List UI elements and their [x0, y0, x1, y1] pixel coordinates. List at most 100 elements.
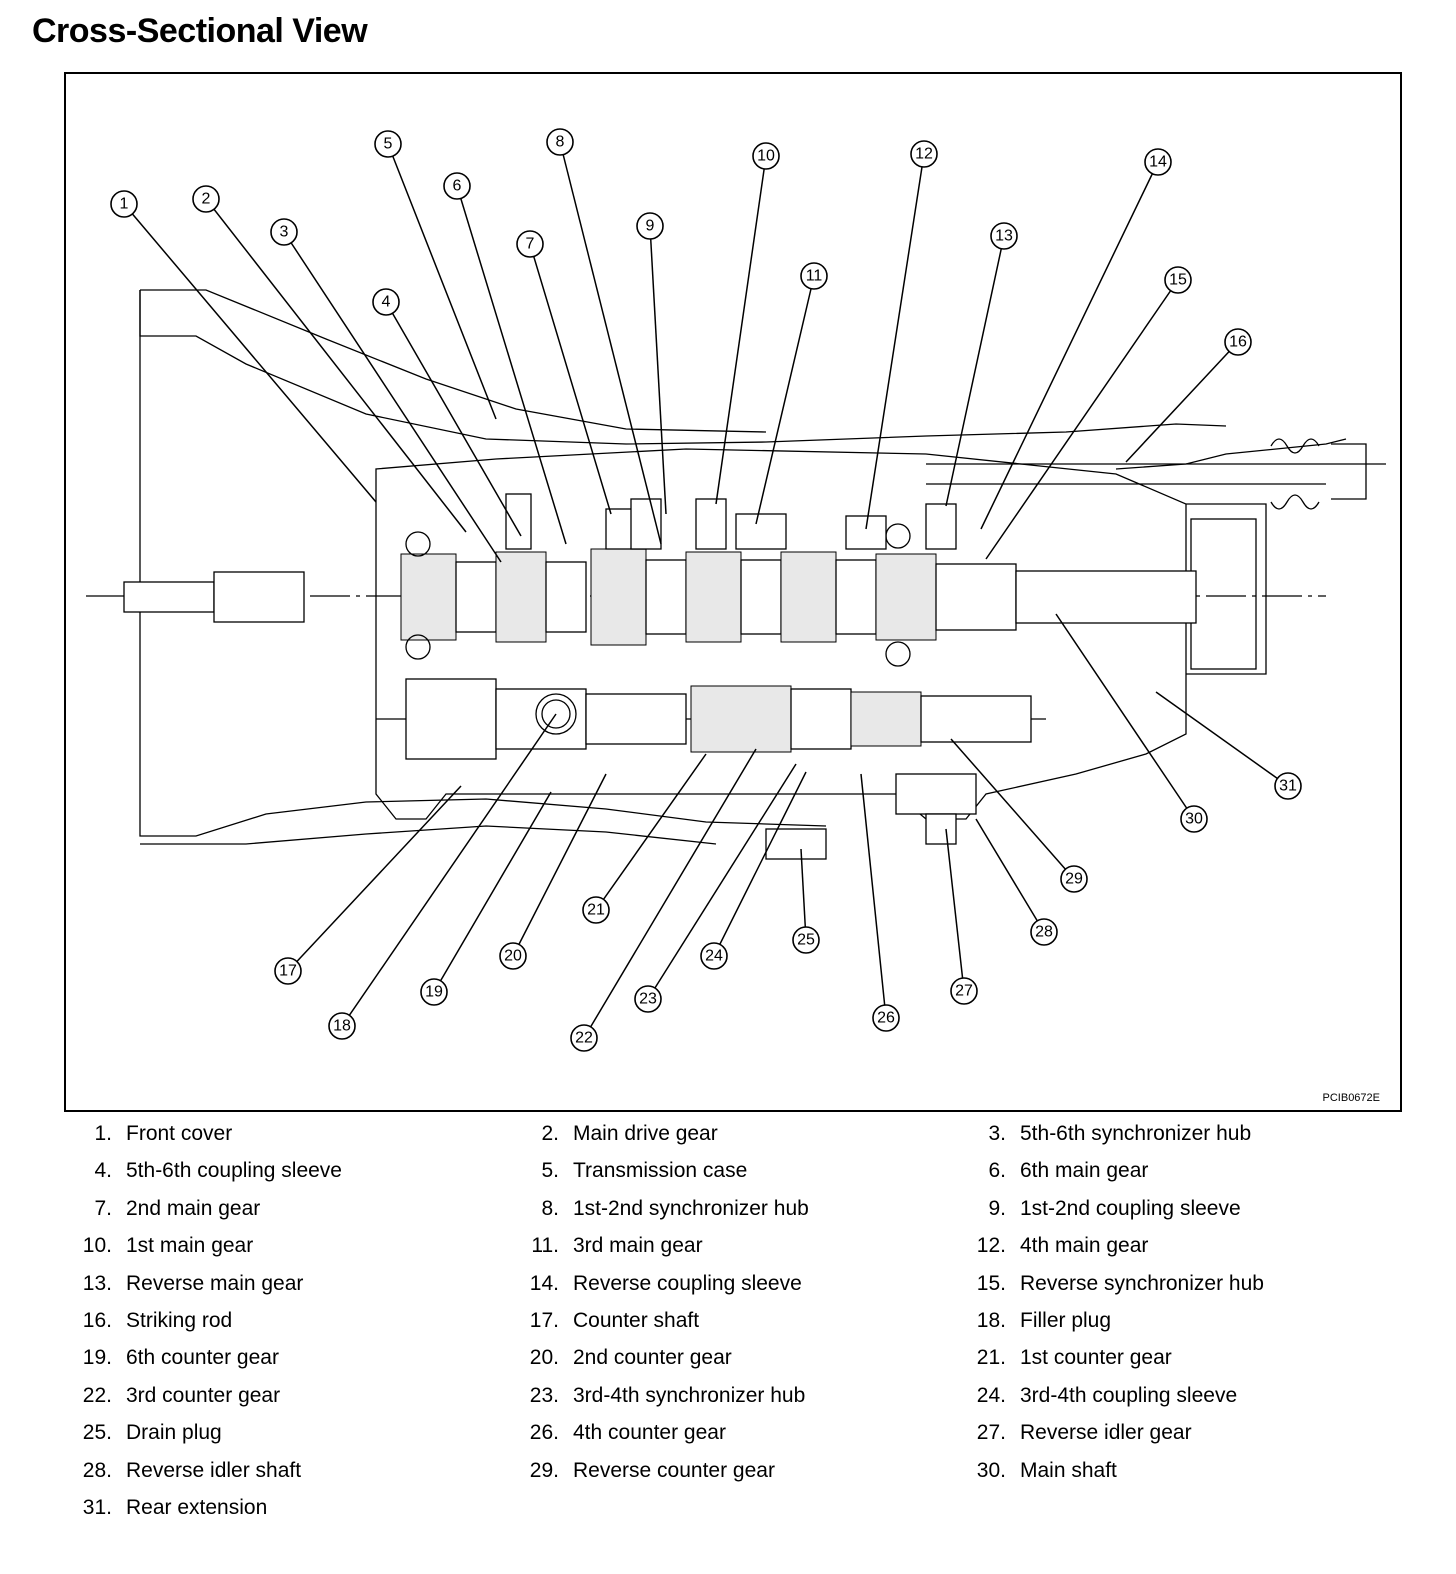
callout-25: 25	[792, 926, 820, 954]
callout-number: 20	[504, 948, 522, 965]
leader-line	[647, 763, 797, 1000]
legend-number: 5.	[541, 1159, 559, 1183]
leader-line	[1155, 691, 1289, 787]
callout-17: 17	[274, 957, 302, 985]
callout-number: 5	[384, 136, 393, 153]
legend-label: 6th main gear	[1020, 1159, 1149, 1183]
legend-label: 2nd counter gear	[573, 1346, 732, 1370]
leader-line	[1055, 613, 1195, 820]
callout-circle	[570, 1024, 598, 1052]
legend-number: 17.	[529, 1309, 559, 1332]
legend-number: 4.	[94, 1159, 112, 1183]
callout-number: 14	[1149, 154, 1167, 171]
leader-line	[583, 748, 757, 1039]
leader-line	[860, 773, 887, 1019]
leader-line	[649, 225, 667, 515]
callout-circle	[950, 977, 978, 1005]
figure-code: PCIB0672E	[1322, 1092, 1380, 1104]
callout-number: 7	[526, 236, 535, 253]
leader-line	[456, 185, 567, 545]
legend-number: 22.	[82, 1383, 112, 1407]
legend-number: 28.	[82, 1458, 112, 1482]
callout-circle	[636, 212, 664, 240]
callout-circle	[800, 262, 828, 290]
callout-number: 26	[877, 1010, 895, 1027]
legend-number: 26.	[529, 1421, 559, 1445]
legend-label: 5th-6th coupling sleeve	[126, 1159, 342, 1183]
legend-label: Reverse idler shaft	[126, 1458, 302, 1482]
callout-14: 14	[1144, 148, 1172, 176]
legend-number: 23.	[529, 1383, 559, 1407]
legend-label: Filler plug	[1020, 1309, 1112, 1332]
callout-12: 12	[910, 140, 938, 168]
callout-20: 20	[499, 942, 527, 970]
legend-label: 3rd counter gear	[126, 1383, 281, 1407]
legend-number: 16.	[82, 1309, 112, 1332]
callout-number: 23	[639, 991, 657, 1008]
callout-circle	[1144, 148, 1172, 176]
leader-line	[123, 203, 377, 503]
leader-line	[945, 235, 1005, 507]
callout-13: 13	[990, 222, 1018, 250]
callout-number: 28	[1035, 924, 1053, 941]
legend-number: 15.	[976, 1271, 1006, 1295]
leader-line	[341, 713, 557, 1027]
legend-label: Reverse counter gear	[573, 1458, 775, 1482]
callout-number: 4	[382, 294, 391, 311]
callout-circle	[546, 128, 574, 156]
callout-circle	[443, 172, 471, 200]
legend-label: Transmission case	[573, 1159, 748, 1183]
callout-circle	[192, 185, 220, 213]
callout-6: 6	[443, 172, 471, 200]
callout-circle	[792, 926, 820, 954]
callout-circle	[516, 230, 544, 258]
callout-circle	[372, 288, 400, 316]
callout-number: 22	[575, 1030, 593, 1047]
callout-7: 7	[516, 230, 544, 258]
callout-circle	[374, 130, 402, 158]
callout-11: 11	[800, 262, 828, 290]
leader-line	[287, 785, 462, 972]
main-shaft-assembly	[86, 493, 1326, 667]
callout-number: 11	[806, 268, 823, 285]
callout-27: 27	[950, 977, 978, 1005]
legend-label: 1st counter gear	[1020, 1346, 1172, 1370]
leader-line	[205, 198, 467, 533]
callout-circle	[990, 222, 1018, 250]
callout-number: 30	[1185, 811, 1203, 828]
legend-number: 11.	[531, 1234, 559, 1258]
callout-22: 22	[570, 1024, 598, 1052]
callout-number: 8	[556, 134, 565, 151]
callout-circle	[752, 142, 780, 170]
callout-number: 13	[995, 228, 1013, 245]
callout-circle	[110, 190, 138, 218]
callout-16: 16	[1224, 328, 1252, 356]
callout-circle	[270, 218, 298, 246]
callout-circle	[1060, 865, 1088, 893]
legend-label: 6th counter gear	[126, 1346, 279, 1370]
leader-line	[433, 791, 552, 993]
legend-number: 13.	[82, 1271, 112, 1295]
callout-circle	[634, 985, 662, 1013]
legend-number: 31.	[82, 1496, 112, 1519]
legend-number: 1.	[94, 1122, 112, 1145]
callout-number: 9	[646, 218, 655, 235]
callout-circle	[1030, 918, 1058, 946]
legend-label: Rear extension	[126, 1496, 268, 1519]
legend-number: 3.	[988, 1122, 1006, 1145]
legend-number: 19.	[82, 1346, 112, 1370]
legend-number: 9.	[988, 1196, 1006, 1220]
leader-line	[945, 828, 965, 992]
callout-circle	[1274, 772, 1302, 800]
callout-31: 31	[1274, 772, 1302, 800]
callout-number: 18	[333, 1018, 351, 1035]
callout-15: 15	[1164, 266, 1192, 294]
callout-26: 26	[872, 1004, 900, 1032]
legend-number: 2.	[541, 1122, 559, 1145]
legend-number: 14.	[529, 1271, 559, 1295]
legend-label: 3rd main gear	[573, 1234, 703, 1258]
legend-number: 25.	[82, 1421, 112, 1445]
legend-label: 4th main gear	[1020, 1234, 1149, 1258]
leader-line	[985, 279, 1179, 560]
